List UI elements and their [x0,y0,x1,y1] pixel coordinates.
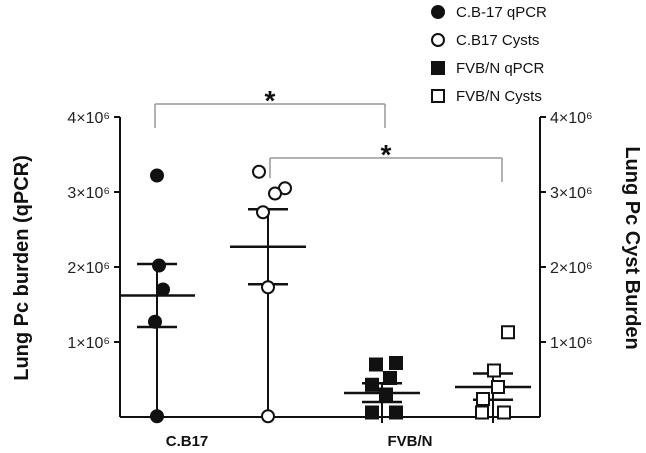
data-point [256,205,270,220]
significance-star: * [265,85,276,116]
data-point [152,258,166,273]
data-point [501,325,515,340]
data-point [476,392,490,406]
significance-star: * [381,139,392,170]
data-point [389,405,403,420]
data-point [148,314,162,329]
data-point [261,409,275,424]
data-point [156,282,170,297]
legend-label: FVB/N qPCR [456,60,545,77]
data-point [383,371,397,385]
y-axis-label-left: Lung Pc burden (qPCR) [11,155,33,381]
y-tick-label-right: 4×10⁶ [550,110,593,127]
y-tick-label-left: 1×10⁶ [67,335,110,352]
data-point [252,164,266,179]
data-point [365,405,379,420]
data-point [491,380,505,394]
legend-label: FVB/N Cysts [456,88,542,105]
y-axis-label-right: Lung Pc Cyst Burden [621,146,643,349]
data-point [379,387,393,402]
x-category-label: FVB/N [388,433,433,450]
significance-brackets: ** [154,85,503,182]
y-tick-label-left: 2×10⁶ [67,260,110,277]
data-points [119,164,531,424]
legend-marker [431,89,445,103]
legend-marker [431,61,445,75]
y-tick-label-right: 3×10⁶ [550,185,593,202]
axes: 1×10⁶ 1×10⁶ 2×10⁶ 2×10⁶ 3×10⁶ 3×10⁶ 4×10⁶ 4×10⁶… [67,110,592,450]
data-point [487,363,501,378]
legend-label: C.B-17 qPCR [456,4,547,21]
data-point [497,405,511,420]
data-point [365,377,379,392]
y-tick-label-right: 1×10⁶ [550,335,593,352]
legend-marker [431,5,445,19]
data-point [150,168,164,183]
data-point [150,409,164,424]
x-category-label: C.B17 [166,433,209,450]
data-point [475,405,489,420]
data-point [268,186,282,201]
y-tick-label-left: 4×10⁶ [67,110,110,127]
legend-label: C.B17 Cysts [456,32,539,49]
data-point [369,357,383,372]
y-tick-label-left: 3×10⁶ [67,185,110,202]
legend-marker [431,33,445,47]
data-point [261,280,275,295]
data-point [389,356,403,370]
y-tick-label-right: 2×10⁶ [550,260,593,277]
